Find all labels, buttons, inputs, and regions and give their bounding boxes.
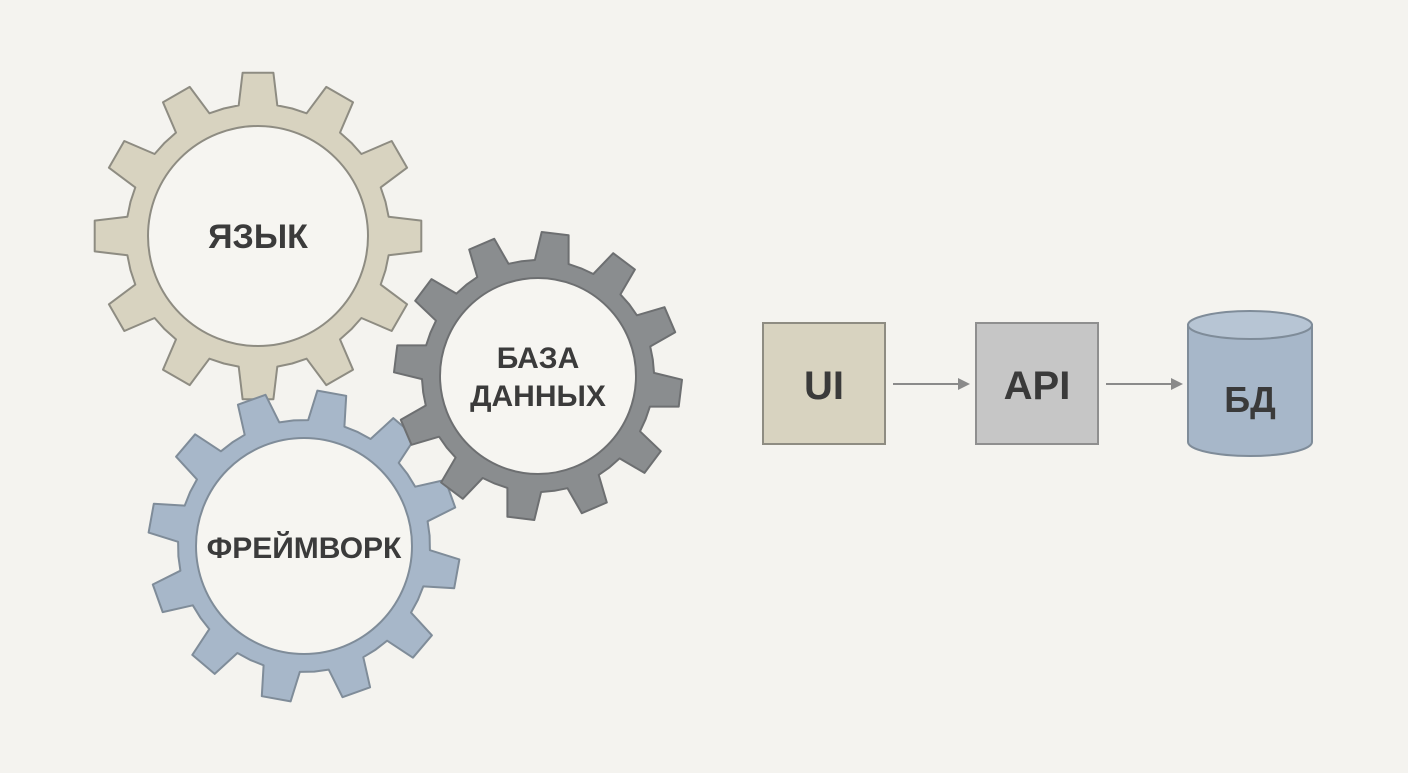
flow-ui-node: UI bbox=[762, 322, 886, 445]
flow-api-node: API bbox=[975, 322, 1099, 445]
flow-db-node: БД bbox=[1187, 310, 1313, 457]
db-cylinder-body bbox=[1187, 324, 1313, 457]
gear-language-label: ЯЗЫК bbox=[208, 218, 308, 256]
gear-database: БАЗА ДАННЫХ bbox=[393, 231, 683, 521]
gear-language: ЯЗЫК bbox=[93, 71, 423, 401]
gear-database-label-line1: БАЗА bbox=[497, 342, 580, 375]
gear-framework-hub bbox=[195, 437, 413, 655]
gear-database-label-line2: ДАННЫХ bbox=[470, 380, 606, 413]
gear-framework: ФРЕЙМВОРК bbox=[147, 389, 461, 703]
flow-api-box bbox=[975, 322, 1099, 445]
gear-language-hub bbox=[147, 125, 369, 347]
gear-database-hub bbox=[439, 277, 637, 475]
flow-db-label: БД bbox=[1224, 379, 1276, 420]
gear-framework-label: ФРЕЙМВОРК bbox=[207, 531, 402, 565]
flow-ui-label: UI bbox=[804, 364, 844, 408]
flow-ui-box bbox=[762, 322, 886, 445]
flow-api-label: API bbox=[1004, 364, 1071, 408]
db-cylinder-top bbox=[1187, 310, 1313, 340]
